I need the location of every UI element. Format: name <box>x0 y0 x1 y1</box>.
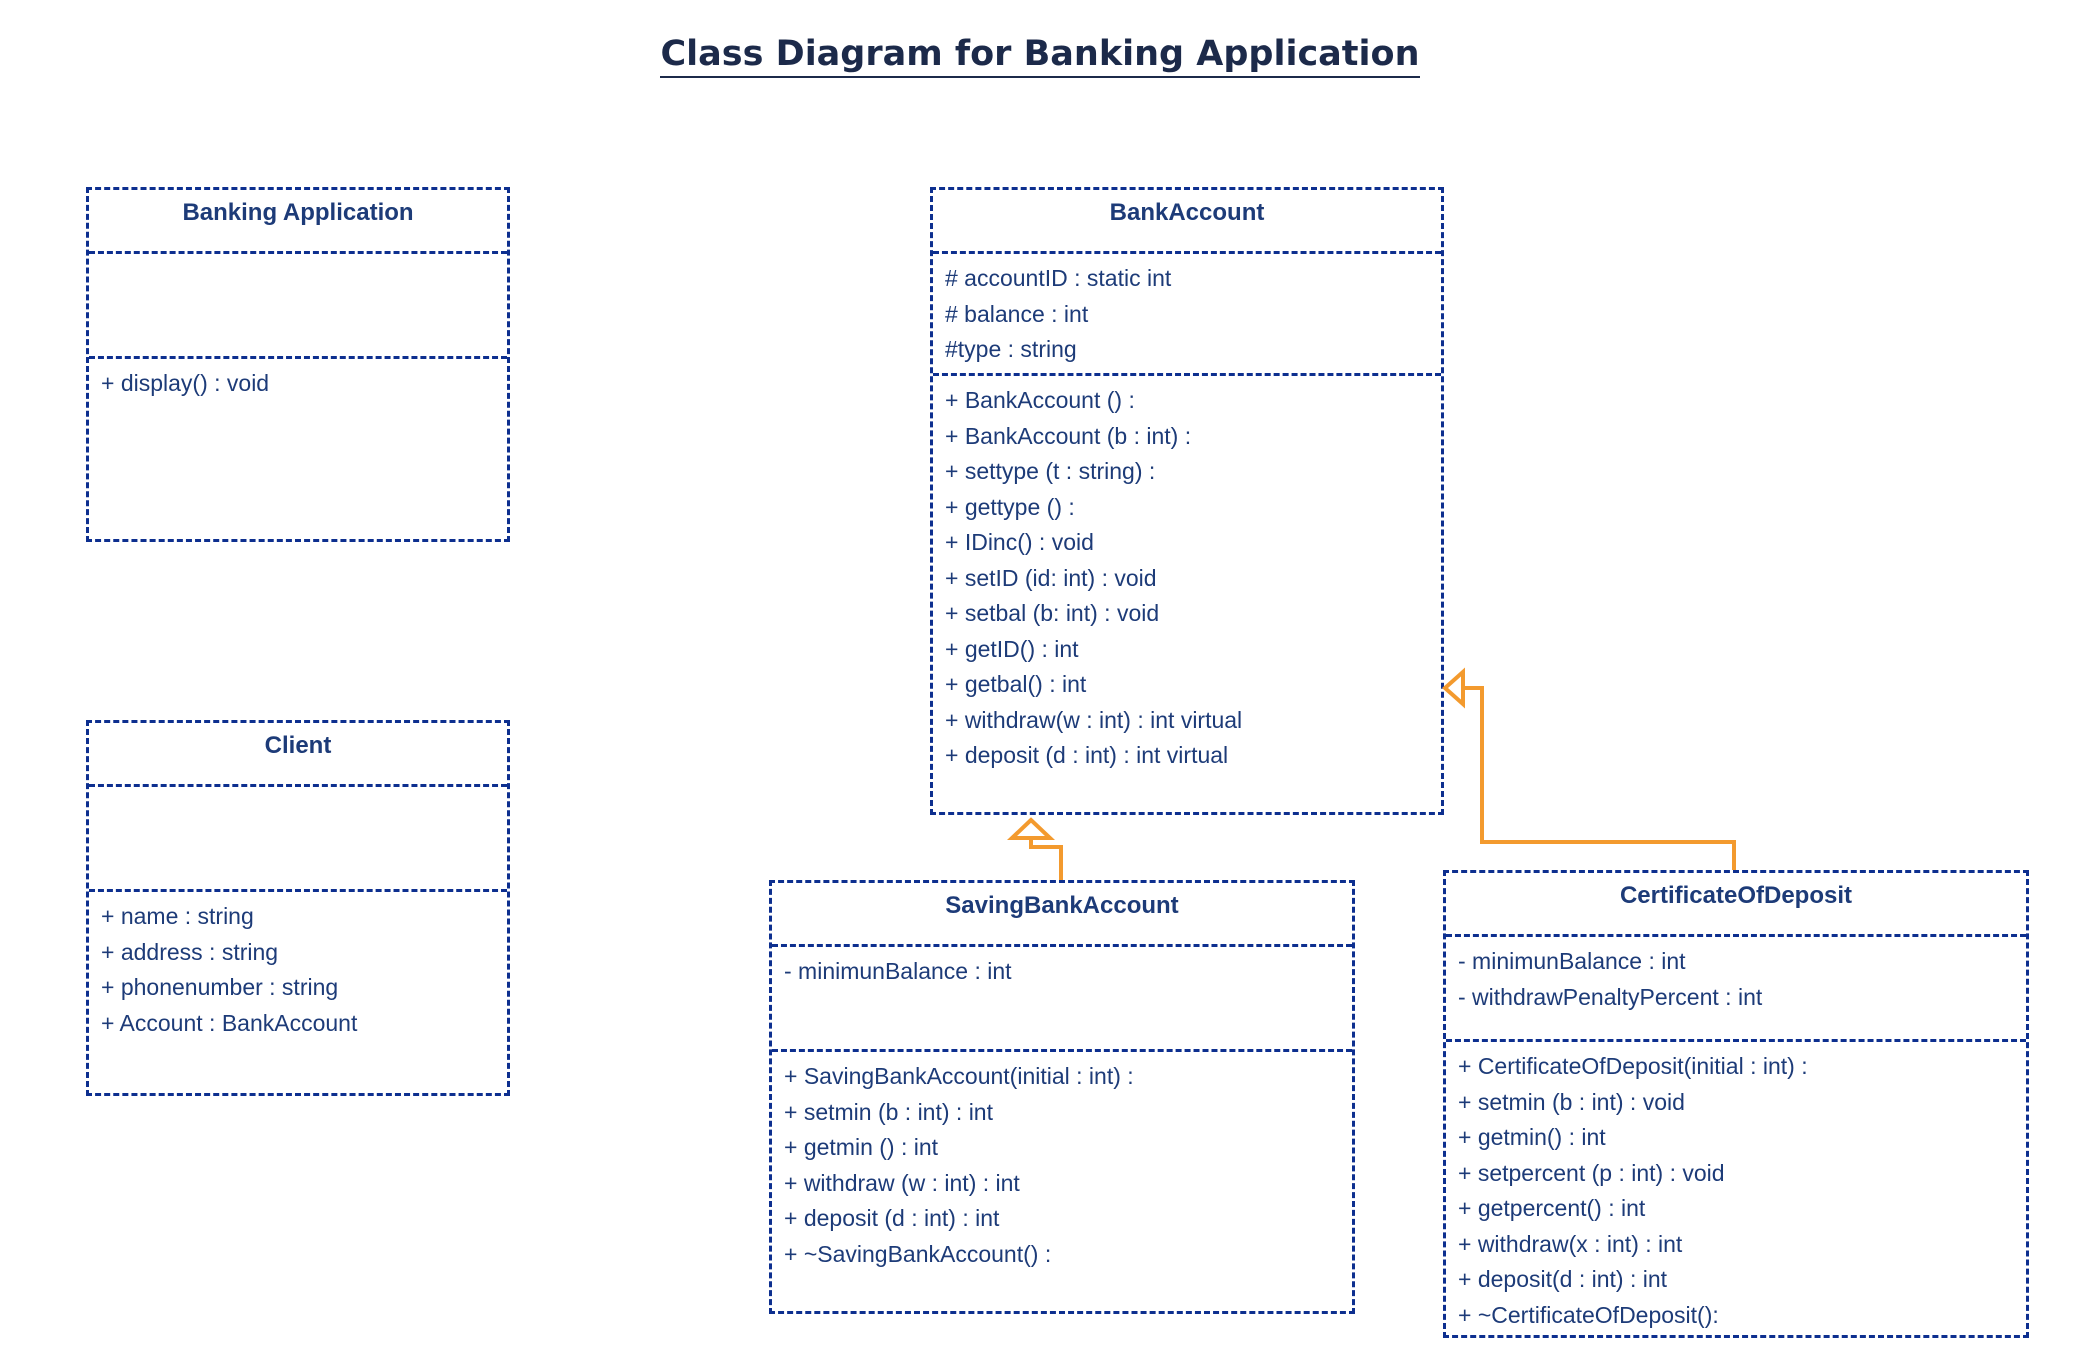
attributes-compartment: - minimunBalance : int - withdrawPenaltyP… <box>1446 937 2026 1042</box>
class-banking-application[interactable]: Banking Application + display() : void <box>86 187 510 542</box>
operation-entry: + IDinc() : void <box>945 529 1094 555</box>
operation-entry: + setpercent (p : int) : void <box>1458 1159 1725 1186</box>
operation-entry: + deposit (d : int) : int <box>784 1205 1000 1231</box>
operation-entry: + setbal (b: int) : void <box>945 600 1160 626</box>
class-certificate-of-deposit[interactable]: CertificateOfDeposit - minimunBalance : … <box>1443 870 2029 1338</box>
attribute-entry: # balance : int <box>945 300 1089 327</box>
operation-entry: + getpercent() : int <box>1458 1195 1646 1221</box>
inheritance-arrowhead-icon <box>1006 817 1056 840</box>
operation-entry: + setmin (b : int) : int <box>784 1098 993 1125</box>
operation-entry: + settype (t : string) : <box>945 458 1156 484</box>
diagram-title: Class Diagram for Banking Application <box>0 34 2080 78</box>
generalization-cod-to-bankaccount[interactable] <box>1441 667 1736 870</box>
operation-entry: + CertificateOfDeposit(initial : int) : <box>1458 1053 1808 1079</box>
operation-entry: + deposit(d : int) : int <box>1458 1266 1668 1292</box>
class-name: CertificateOfDeposit <box>1446 873 2026 937</box>
attributes-compartment <box>89 254 507 359</box>
operation-entry: + getmin () : int <box>784 1134 939 1160</box>
inheritance-arrowhead-icon <box>1441 667 1465 709</box>
operations-compartment: + BankAccount () : + BankAccount (b : int… <box>933 376 1441 774</box>
operation-entry: + gettype () : <box>945 493 1075 520</box>
operation-entry: + name : string <box>101 903 254 929</box>
attribute-entry: # accountID : static int <box>945 265 1172 291</box>
operation-entry: + setID (id: int) : void <box>945 564 1157 591</box>
operation-entry: + withdraw (w : int) : int <box>784 1169 1020 1196</box>
attribute-entry: - minimunBalance : int <box>784 958 1012 984</box>
attributes-compartment <box>89 787 507 892</box>
attribute-entry: #type : string <box>945 336 1077 362</box>
operation-entry: + withdraw(w : int) : int virtual <box>945 706 1243 733</box>
operation-entry: + setmin (b : int) : void <box>1458 1088 1685 1115</box>
operation-entry: + phonenumber : string <box>101 974 339 1000</box>
operation-entry: + getmin() : int <box>1458 1124 1606 1150</box>
class-client[interactable]: Client + name : string + address : string… <box>86 720 510 1096</box>
operation-entry: + withdraw(x : int) : int <box>1458 1230 1683 1257</box>
operation-entry: + deposit (d : int) : int virtual <box>945 742 1229 768</box>
generalization-saving-to-bankaccount[interactable] <box>1006 817 1063 880</box>
attributes-compartment: # accountID : static int # balance : int #… <box>933 254 1441 376</box>
operation-entry: + SavingBankAccount(initial : int) : <box>784 1063 1134 1089</box>
operations-compartment: + display() : void <box>89 359 507 402</box>
operation-entry: + BankAccount () : <box>945 387 1135 413</box>
operations-compartment: + CertificateOfDeposit(initial : int) : +… <box>1446 1042 2026 1333</box>
class-name: BankAccount <box>933 190 1441 254</box>
connector-line <box>1029 838 1063 880</box>
operation-entry: + getbal() : int <box>945 671 1087 697</box>
class-name: Client <box>89 723 507 787</box>
attribute-entry: - withdrawPenaltyPercent : int <box>1458 983 1763 1010</box>
operation-entry: + BankAccount (b : int) : <box>945 422 1192 449</box>
operations-compartment: + SavingBankAccount(initial : int) : + se… <box>772 1052 1352 1272</box>
operation-entry: + ~CertificateOfDeposit(): <box>1458 1301 1719 1328</box>
class-bank-account[interactable]: BankAccount # accountID : static int # ba… <box>930 187 1444 815</box>
operation-entry: + display() : void <box>101 370 270 396</box>
operation-entry: + Account : BankAccount <box>101 1009 358 1036</box>
class-name: SavingBankAccount <box>772 883 1352 947</box>
operation-entry: + getID() : int <box>945 635 1079 662</box>
operations-compartment: + name : string + address : string + phone… <box>89 892 507 1041</box>
attributes-compartment: - minimunBalance : int <box>772 947 1352 1052</box>
class-name: Banking Application <box>89 190 507 254</box>
class-saving-bank-account[interactable]: SavingBankAccount - minimunBalance : int… <box>769 880 1355 1314</box>
operation-entry: + ~SavingBankAccount() : <box>784 1240 1052 1267</box>
attribute-entry: - minimunBalance : int <box>1458 948 1686 974</box>
operation-entry: + address : string <box>101 938 279 965</box>
connector-line <box>1463 686 1736 870</box>
